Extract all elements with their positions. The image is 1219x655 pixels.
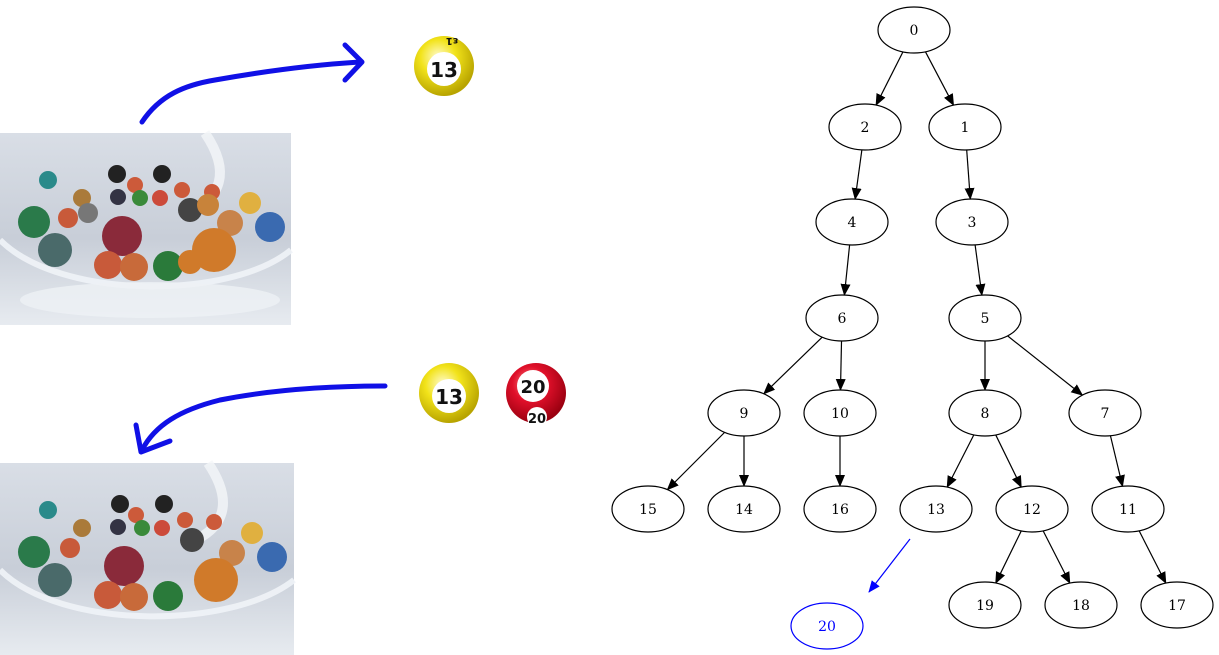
tree-node-shape-10 bbox=[803, 389, 877, 437]
lottery-drum-photo-top bbox=[0, 130, 293, 325]
tree-node-label-9: 9 bbox=[740, 406, 749, 422]
tree-node-shape-16 bbox=[803, 485, 877, 533]
edge-3-5 bbox=[974, 244, 986, 297]
tree-node-shape-11 bbox=[1091, 485, 1165, 533]
tree-node-label-5: 5 bbox=[981, 311, 990, 327]
tree-node-shape-18 bbox=[1044, 581, 1118, 629]
tree-node-label-3: 3 bbox=[968, 215, 977, 231]
lottery-drum-photo-bottom bbox=[0, 460, 296, 655]
edge-12-18 bbox=[1042, 530, 1071, 585]
tree-node-18: 18 bbox=[1044, 581, 1118, 629]
ball-20-bottom: 20 20 bbox=[506, 363, 566, 427]
ball-13-top-number: 13 bbox=[430, 58, 458, 82]
edge-6-10 bbox=[835, 340, 846, 392]
return-arrow-down bbox=[133, 383, 388, 455]
tree-node-label-7: 7 bbox=[1101, 406, 1110, 422]
tree-node-shape-12 bbox=[995, 485, 1069, 533]
tree-node-shape-20 bbox=[790, 602, 864, 650]
tree-node-shape-4 bbox=[815, 198, 889, 246]
tree-node-shape-9 bbox=[707, 389, 781, 437]
tree-node-10: 10 bbox=[803, 389, 877, 437]
edge-0-2 bbox=[875, 51, 904, 107]
ball-13-top: 13 ɛ1 bbox=[414, 35, 474, 96]
tree-node-15: 15 bbox=[611, 485, 685, 533]
tree-node-label-15: 15 bbox=[639, 502, 657, 518]
tree-node-label-12: 12 bbox=[1023, 502, 1041, 518]
tree-node-shape-1 bbox=[928, 103, 1002, 151]
edge-8-12 bbox=[995, 434, 1022, 488]
tree-node-11: 11 bbox=[1091, 485, 1165, 533]
tree-node-label-8: 8 bbox=[981, 406, 990, 422]
edge-9-15 bbox=[666, 431, 726, 491]
svg-text:ɛ1: ɛ1 bbox=[446, 35, 459, 46]
tree-node-16: 16 bbox=[803, 485, 877, 533]
draw-arrow-up bbox=[139, 42, 365, 125]
edge-2-4 bbox=[851, 149, 863, 201]
ball-20-bottom-number: 20 bbox=[520, 377, 545, 398]
tree-node-label-16: 16 bbox=[831, 502, 849, 518]
tree-node-shape-6 bbox=[805, 294, 879, 342]
edge-11-17 bbox=[1138, 530, 1167, 585]
tree-node-5: 5 bbox=[948, 294, 1022, 342]
tree-node-label-4: 4 bbox=[848, 215, 857, 231]
tree-edges bbox=[666, 51, 1167, 593]
tree-node-7: 7 bbox=[1068, 389, 1142, 437]
tree-node-label-6: 6 bbox=[838, 311, 847, 327]
edge-7-11 bbox=[1109, 435, 1125, 488]
ball-20-bottom-secondary: 20 bbox=[528, 412, 546, 427]
tree-node-3: 3 bbox=[935, 198, 1009, 246]
edge-0-1 bbox=[924, 51, 955, 107]
tree-node-9: 9 bbox=[707, 389, 781, 437]
tree-node-shape-15 bbox=[611, 485, 685, 533]
edge-4-6 bbox=[840, 244, 851, 297]
tree-node-label-1: 1 bbox=[961, 120, 970, 136]
tree-node-shape-5 bbox=[948, 294, 1022, 342]
edge-5-7 bbox=[1007, 335, 1084, 396]
tree-node-shape-19 bbox=[948, 581, 1022, 629]
tree-node-13: 13 bbox=[899, 485, 973, 533]
tree-node-shape-17 bbox=[1140, 581, 1214, 629]
tree-node-label-17: 17 bbox=[1168, 598, 1186, 614]
edge-13-20 bbox=[868, 538, 911, 593]
tree-node-4: 4 bbox=[815, 198, 889, 246]
tree-node-20: 20 bbox=[790, 602, 864, 650]
tree-node-17: 17 bbox=[1140, 581, 1214, 629]
tree-node-label-19: 19 bbox=[976, 598, 994, 614]
edge-8-13 bbox=[946, 434, 975, 489]
tree-node-label-18: 18 bbox=[1072, 598, 1090, 614]
ball-13-bottom: 13 bbox=[419, 363, 479, 423]
tree-node-shape-13 bbox=[899, 485, 973, 533]
tree-node-shape-7 bbox=[1068, 389, 1142, 437]
edge-6-9 bbox=[763, 336, 823, 395]
tree-node-2: 2 bbox=[828, 103, 902, 151]
tree-node-0: 0 bbox=[877, 6, 951, 54]
edge-12-19 bbox=[995, 530, 1022, 584]
tree-node-shape-0 bbox=[877, 6, 951, 54]
tree-node-label-13: 13 bbox=[927, 502, 945, 518]
tree-node-shape-3 bbox=[935, 198, 1009, 246]
tree-node-14: 14 bbox=[707, 485, 781, 533]
tree-node-1: 1 bbox=[928, 103, 1002, 151]
tree-node-shape-2 bbox=[828, 103, 902, 151]
tree-node-6: 6 bbox=[805, 294, 879, 342]
tree-node-12: 12 bbox=[995, 485, 1069, 533]
tree-node-label-2: 2 bbox=[861, 120, 870, 136]
tree-node-shape-14 bbox=[707, 485, 781, 533]
tree-node-label-0: 0 bbox=[910, 23, 919, 39]
edge-1-3 bbox=[964, 149, 975, 201]
tree-node-shape-8 bbox=[948, 389, 1022, 437]
tree-node-8: 8 bbox=[948, 389, 1022, 437]
ball-13-bottom-number: 13 bbox=[435, 385, 463, 409]
tree-node-19: 19 bbox=[948, 581, 1022, 629]
tree-node-label-20: 20 bbox=[818, 619, 836, 635]
tree-node-label-10: 10 bbox=[831, 406, 849, 422]
tree-node-label-11: 11 bbox=[1119, 502, 1137, 518]
tree-node-label-14: 14 bbox=[735, 502, 753, 518]
